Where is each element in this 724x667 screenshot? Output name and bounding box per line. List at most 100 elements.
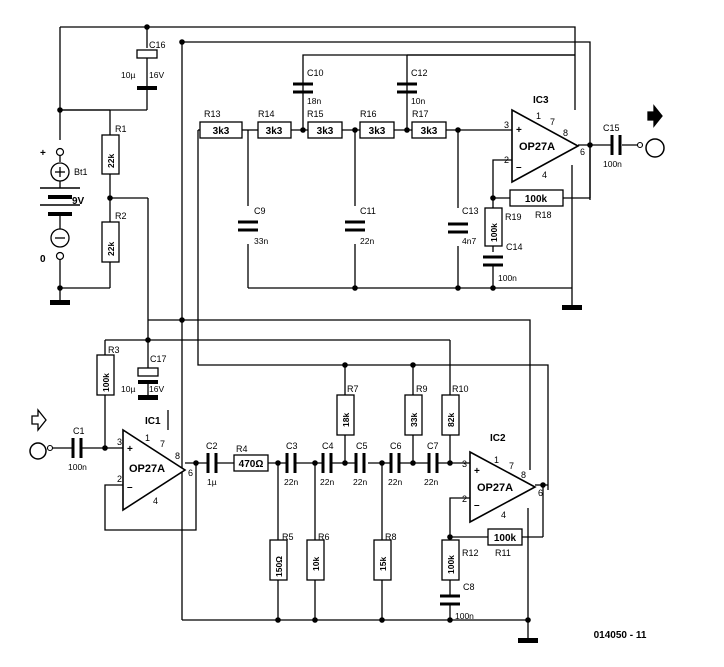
c14-value: 100n: [498, 273, 517, 283]
svg-text:R7: R7: [347, 384, 359, 394]
c17-value: 10µ: [121, 384, 135, 394]
svg-text:4: 4: [501, 510, 506, 520]
ic1-label: IC1: [145, 416, 161, 427]
ground-icon: [562, 305, 582, 310]
svg-text:C16: C16: [149, 40, 166, 50]
svg-text:R12: R12: [462, 548, 479, 558]
svg-text:4: 4: [542, 170, 547, 180]
svg-text:C12: C12: [411, 68, 428, 78]
svg-text:C9: C9: [254, 206, 266, 216]
ground-icon: [138, 395, 158, 400]
resistor-r17: [411, 121, 447, 139]
svg-text:R14: R14: [258, 109, 275, 119]
svg-text:R13: R13: [204, 109, 221, 119]
battery-voltage: 9V: [72, 196, 85, 207]
c9-value: 33n: [254, 236, 268, 246]
resistor-r4: [233, 454, 269, 472]
svg-text:R8: R8: [385, 532, 397, 542]
battery-bt1: + Bt1 9V 0: [40, 147, 88, 265]
r8-value: 15k: [378, 557, 388, 571]
svg-text:R18: R18: [535, 210, 552, 220]
svg-text:R17: R17: [412, 109, 429, 119]
svg-text:+: +: [127, 444, 133, 455]
resistor-designators: R1 R2 R3 R4 R5 R6 R7 R8 R9 R10 R11 R12 R…: [108, 109, 552, 558]
c13-value: 4n7: [462, 236, 476, 246]
svg-text:C1: C1: [73, 426, 85, 436]
svg-text:C13: C13: [462, 206, 479, 216]
r19-value: 100k: [489, 223, 499, 242]
svg-text:R2: R2: [115, 211, 127, 221]
r3-value: 100k: [101, 373, 111, 392]
resistor-r19: [484, 207, 503, 247]
svg-text:+: +: [516, 125, 522, 136]
r6-value: 10k: [311, 557, 321, 571]
figure-code: 014050 - 11: [594, 630, 647, 641]
resistor-r16: [359, 121, 395, 139]
ic3-label: IC3: [533, 95, 549, 106]
svg-text:C17: C17: [150, 354, 167, 364]
svg-text:C8: C8: [463, 582, 475, 592]
resistor-r12: [441, 539, 460, 581]
battery-name: Bt1: [74, 167, 88, 177]
r18-value: 100k: [525, 194, 548, 205]
resistor-r5: [269, 539, 288, 581]
svg-text:4: 4: [153, 496, 158, 506]
c16-voltage: 16V: [149, 70, 164, 80]
svg-text:C6: C6: [390, 441, 402, 451]
c2-value: 1µ: [207, 477, 217, 487]
c16-value: 10µ: [121, 70, 135, 80]
c7-value: 22n: [424, 477, 438, 487]
ic1-opamp: 3 2 + – OP27A IC1 1 7 8 6 4: [117, 416, 193, 512]
r4-value: 470Ω: [239, 459, 264, 470]
svg-text:6: 6: [538, 488, 543, 498]
ground-symbols: [50, 300, 582, 643]
ground-icon: [518, 638, 538, 643]
c1-value: 100n: [68, 462, 87, 472]
svg-text:–: –: [474, 500, 480, 511]
svg-text:R19: R19: [505, 212, 522, 222]
r17-value: 3k3: [421, 126, 438, 137]
svg-text:R6: R6: [318, 532, 330, 542]
resistor-r11: [487, 528, 523, 546]
resistor-r6: [306, 539, 325, 581]
svg-text:C10: C10: [307, 68, 324, 78]
ic1-type: OP27A: [129, 463, 165, 475]
resistor-r2: [101, 221, 120, 263]
c11-value: 22n: [360, 236, 374, 246]
c5-value: 22n: [353, 477, 367, 487]
r10-value: 82k: [446, 413, 456, 427]
c3-value: 22n: [284, 477, 298, 487]
svg-text:C4: C4: [322, 441, 334, 451]
r11-value: 100k: [494, 533, 517, 544]
resistor-r3: [96, 354, 115, 396]
r13-value: 3k3: [213, 126, 230, 137]
battery-zero-label: 0: [40, 254, 46, 265]
svg-text:C3: C3: [286, 441, 298, 451]
svg-text:C2: C2: [206, 441, 218, 451]
capacitor-c17: [137, 367, 159, 377]
input-arrow-icon: [31, 408, 47, 432]
svg-text:R4: R4: [236, 444, 248, 454]
svg-text:6: 6: [580, 147, 585, 157]
c6-value: 22n: [388, 477, 402, 487]
svg-text:C5: C5: [356, 441, 368, 451]
svg-text:–: –: [127, 482, 133, 493]
svg-text:2: 2: [504, 155, 509, 165]
resistor-r1: [101, 134, 120, 175]
svg-text:R11: R11: [495, 548, 511, 558]
svg-text:R15: R15: [307, 109, 324, 119]
capacitors: C16 10µ 16V C17 10µ 16V C10 18n C12 10n …: [68, 40, 622, 621]
r7-value: 18k: [341, 413, 351, 427]
resistor-r18: [509, 189, 564, 207]
resistor-r15: [307, 121, 343, 139]
ic2-type: OP27A: [477, 482, 513, 494]
svg-text:7: 7: [509, 461, 514, 471]
resistor-r14: [257, 121, 292, 139]
svg-text:C11: C11: [360, 206, 376, 216]
svg-text:C14: C14: [506, 242, 523, 252]
capacitor-c16: [136, 49, 158, 59]
vertical-resistors: 22k 22k 22k 100k 150Ω 10k 18k 15k 33k 82…: [96, 134, 503, 581]
resistor-r8: [373, 539, 392, 581]
r16-value: 3k3: [369, 126, 386, 137]
